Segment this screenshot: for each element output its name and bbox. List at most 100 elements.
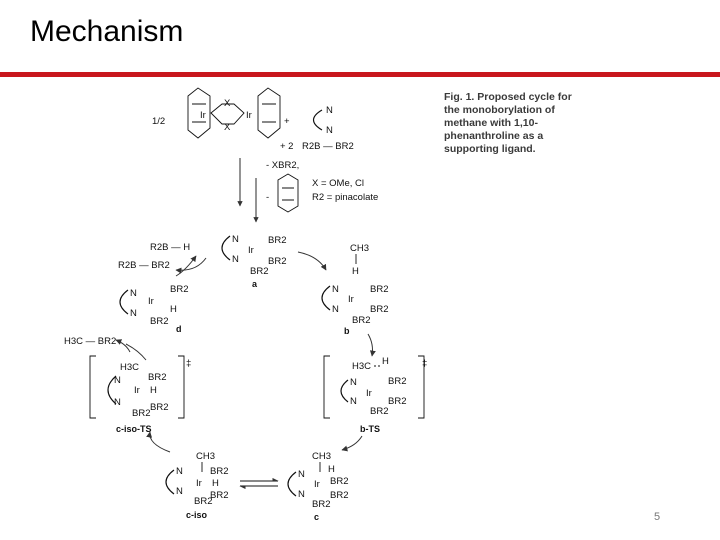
title-rule bbox=[0, 72, 720, 77]
bpin-group: BR2 bbox=[268, 256, 286, 267]
bpin-group: BR2 bbox=[352, 315, 370, 326]
h-atom: H bbox=[352, 266, 359, 277]
n-atom: N bbox=[232, 234, 239, 245]
h-atom: H bbox=[382, 356, 389, 367]
product-ch3bpin: H3C — BR2 bbox=[64, 336, 116, 347]
n-atom: N bbox=[114, 397, 121, 408]
ir-atom-left: Ir bbox=[200, 110, 206, 121]
figure-caption: Fig. 1. Proposed cycle for the monoboryl… bbox=[444, 91, 572, 155]
arrow-cisots-to-d bbox=[115, 339, 131, 353]
bpin-group: BR2 bbox=[330, 490, 348, 501]
n-atom: N bbox=[130, 288, 137, 299]
cod-byproduct bbox=[277, 173, 299, 213]
product-r2bh: R2B — H bbox=[150, 242, 190, 253]
n-atom: N bbox=[176, 486, 183, 497]
label-c-iso-ts: c-iso-TS bbox=[116, 424, 152, 434]
ir-atom: Ir bbox=[196, 478, 202, 489]
bridge-x-bottom: X bbox=[224, 122, 231, 133]
n-atom: N bbox=[326, 125, 333, 136]
bpin-group: BR2 bbox=[330, 476, 348, 487]
label-c: c bbox=[314, 512, 319, 522]
methyl-group: CH3 bbox=[312, 451, 331, 462]
plus-two: + 2 bbox=[280, 141, 293, 152]
methyl-group: H3C bbox=[120, 362, 139, 373]
arrow-bts-to-c bbox=[341, 435, 363, 452]
x-definition: X = OMe, Cl bbox=[312, 178, 364, 189]
arrow-a-to-b bbox=[297, 251, 327, 271]
bpin-group: BR2 bbox=[194, 496, 212, 507]
n-atom: N bbox=[350, 396, 357, 407]
r2-definition: R2 = pinacolate bbox=[312, 192, 378, 203]
arrow-d-to-a bbox=[175, 255, 197, 277]
stoich-half: 1/2 bbox=[152, 116, 165, 127]
n-atom: N bbox=[176, 466, 183, 477]
methyl-group: H3C bbox=[352, 361, 371, 372]
complex-c: CH3 H N N Ir BR2 BR2 BR2 c bbox=[287, 451, 348, 522]
arrow-a-to-d bbox=[175, 257, 207, 274]
bpin-group: BR2 bbox=[388, 376, 406, 387]
methyl-group: CH3 bbox=[350, 243, 369, 254]
ir-atom: Ir bbox=[134, 385, 140, 396]
h-atom: H bbox=[170, 304, 177, 315]
transition-state-b: ‡ H3C H N N Ir BR2 BR2 BR2 b-TS bbox=[323, 355, 427, 434]
n-atom: N bbox=[350, 377, 357, 388]
bpin-group: BR2 bbox=[312, 499, 330, 510]
ir-atom: Ir bbox=[314, 479, 320, 490]
byproduct-cod: - bbox=[266, 192, 269, 203]
n-atom: N bbox=[298, 469, 305, 480]
plus-sign: + bbox=[284, 116, 290, 127]
reagent-b2pin2: R2B — BR2 bbox=[118, 260, 170, 271]
bpin-group: BR2 bbox=[150, 316, 168, 327]
ir-atom: Ir bbox=[248, 245, 254, 256]
ir-atom: Ir bbox=[348, 294, 354, 305]
n-atom: N bbox=[130, 308, 137, 319]
n-atom: N bbox=[298, 489, 305, 500]
label-b-ts: b-TS bbox=[360, 424, 380, 434]
ir-atom: Ir bbox=[366, 388, 372, 399]
bpin-group: BR2 bbox=[370, 284, 388, 295]
bpin-group: BR2 bbox=[132, 408, 150, 419]
ts-dagger: ‡ bbox=[186, 358, 191, 369]
bpin-group: BR2 bbox=[370, 406, 388, 417]
h-atom: H bbox=[150, 385, 157, 396]
label-c-iso: c-iso bbox=[186, 510, 208, 520]
cod-right-ring bbox=[257, 87, 281, 139]
n-atom: N bbox=[232, 254, 239, 265]
arrow-b-to-bts bbox=[367, 333, 376, 357]
bpin-group: BR2 bbox=[150, 402, 168, 413]
ts-dagger: ‡ bbox=[422, 358, 427, 369]
methyl-group: CH3 bbox=[196, 451, 215, 462]
bpin-group: BR2 bbox=[370, 304, 388, 315]
bpin-group: BR2 bbox=[388, 396, 406, 407]
bpin-group: BR2 bbox=[210, 490, 228, 501]
arrow-product-release bbox=[125, 343, 147, 361]
transition-state-c-iso: ‡ H3C N N Ir BR2 H BR2 BR2 c-iso-TS bbox=[89, 355, 191, 434]
byproduct-xbr2: - XBR2, bbox=[266, 160, 299, 171]
b2pin2-reagent: R2B — BR2 bbox=[302, 141, 354, 152]
cod-left-ring bbox=[187, 87, 211, 139]
bpin-group: BR2 bbox=[210, 466, 228, 477]
bpin-group: BR2 bbox=[148, 372, 166, 383]
complex-b: CH3 H N N Ir BR2 BR2 BR2 b bbox=[321, 243, 388, 336]
h-atom: H bbox=[212, 478, 219, 489]
n-atom: N bbox=[114, 375, 121, 386]
label-d: d bbox=[176, 324, 182, 334]
phen-ligand bbox=[312, 109, 323, 131]
ir-atom: Ir bbox=[148, 296, 154, 307]
bridge-x-top: X bbox=[224, 98, 231, 109]
n-atom: N bbox=[332, 284, 339, 295]
bpin-group: BR2 bbox=[268, 235, 286, 246]
complex-a: N N Ir BR2 BR2 BR2 a bbox=[221, 234, 286, 289]
bpin-group: BR2 bbox=[250, 266, 268, 277]
label-a: a bbox=[252, 279, 258, 289]
slide-title: Mechanism bbox=[30, 15, 184, 48]
arrow-ciso-to-cisots bbox=[146, 431, 171, 453]
n-atom: N bbox=[326, 105, 333, 116]
page-number: 5 bbox=[654, 511, 661, 523]
complex-c-iso: CH3 N N Ir BR2 H BR2 BR2 c-iso bbox=[165, 451, 228, 520]
bpin-group: BR2 bbox=[170, 284, 188, 295]
ir-atom-right: Ir bbox=[246, 110, 252, 121]
complex-d: N N Ir BR2 H BR2 d bbox=[119, 284, 188, 334]
h-atom: H bbox=[328, 464, 335, 475]
